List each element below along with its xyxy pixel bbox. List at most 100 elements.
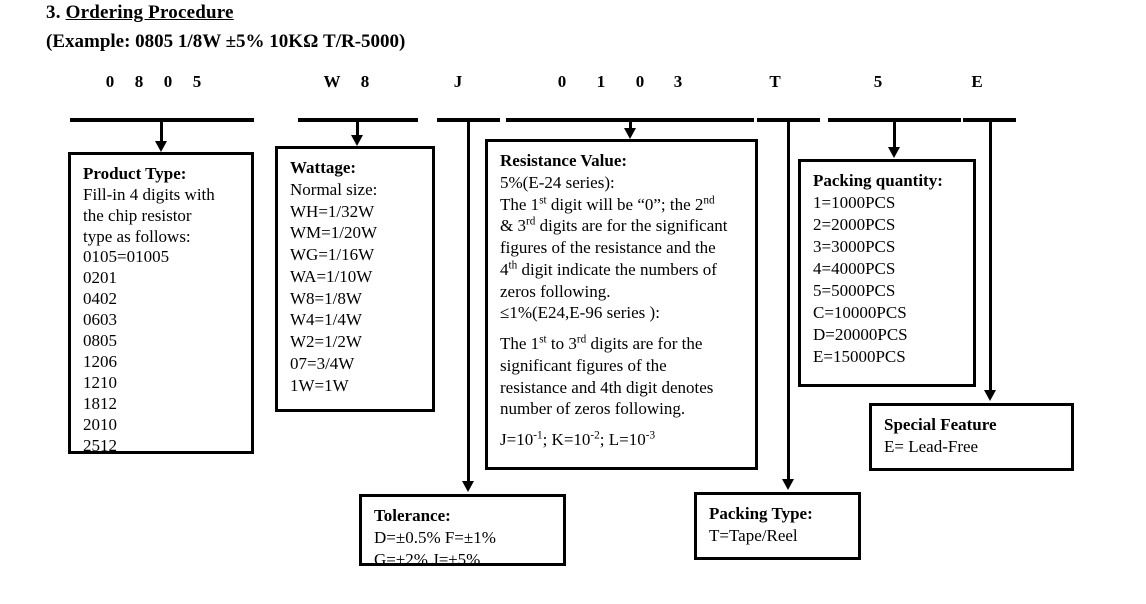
box-packing-type: Packing Type: T=Tape/Reel xyxy=(694,492,861,560)
connector-bar-product-type xyxy=(70,118,254,122)
box-packing-quantity-title: Packing quantity: xyxy=(813,171,943,190)
box-line: G=±2% J=±5% xyxy=(374,549,481,569)
box-line: 4th digit indicate the numbers of xyxy=(500,259,717,279)
code-char-3: 5 xyxy=(192,72,202,91)
code-char-8: 1 xyxy=(596,72,606,91)
box-line: 1210 xyxy=(83,372,117,392)
code-char-5: 8 xyxy=(360,72,370,91)
box-line: 1=1000PCS xyxy=(813,192,896,212)
box-line: 1206 xyxy=(83,352,117,371)
box-special-feature-codes: E= Lead-Free xyxy=(884,436,1061,458)
code-char-2: 0 xyxy=(163,72,173,91)
box-packing-type-title: Packing Type: xyxy=(709,504,813,523)
box-line: 2010 xyxy=(83,414,117,434)
connector-bar-packing-type xyxy=(757,118,820,122)
code-char-0: 0 xyxy=(105,72,115,91)
box-special-feature: Special Feature E= Lead-Free xyxy=(869,403,1074,471)
superscript: -2 xyxy=(590,429,600,442)
box-line: figures of the resistance and the xyxy=(500,238,716,257)
superscript: rd xyxy=(576,333,587,346)
box-line: J=10-1; K=10-2; L=10-3 xyxy=(500,429,656,449)
code-char-4: W xyxy=(323,72,341,91)
arrow-head-packing-qty xyxy=(888,147,900,158)
box-line: E=15000PCS xyxy=(813,347,906,367)
arrow-head-special xyxy=(984,390,996,401)
box-line: 5=5000PCS xyxy=(813,281,896,301)
box-packing-type-codes: T=Tape/Reel xyxy=(709,525,848,547)
box-line: D=20000PCS xyxy=(813,325,908,345)
box-tolerance-title: Tolerance: xyxy=(374,506,451,525)
connector-bar-special xyxy=(963,118,1016,122)
superscript: st xyxy=(539,193,547,206)
arrow-head-product-type xyxy=(155,141,167,152)
resistance-1pct-series: ≤1%(E24,E-96 series ): xyxy=(500,303,660,323)
arrow-head-tolerance xyxy=(462,481,474,492)
box-line: Fill-in 4 digits with xyxy=(83,184,215,204)
box-line: 3=3000PCS xyxy=(813,236,896,256)
box-product-type-title: Product Type: xyxy=(83,164,187,183)
spacer xyxy=(500,324,745,333)
arrow-head-packing-type xyxy=(782,479,794,490)
connector-line-tolerance xyxy=(467,122,470,482)
superscript: th xyxy=(508,259,518,272)
box-line: 1W=1W xyxy=(290,375,349,395)
code-char-11: T xyxy=(769,72,781,91)
code-char-1: 8 xyxy=(134,72,144,91)
connector-bar-tolerance xyxy=(437,118,500,122)
box-line: 0603 xyxy=(83,310,117,330)
superscript: nd xyxy=(703,193,715,206)
box-resistance-title: Resistance Value: xyxy=(500,151,628,170)
connector-bar-wattage xyxy=(298,118,418,122)
connector-line-packing-qty xyxy=(893,122,896,148)
box-line: W4=1/4W xyxy=(290,310,362,330)
box-line: the chip resistor xyxy=(83,205,192,225)
box-wattage-subtitle: Normal size: xyxy=(290,179,378,199)
section-title: Ordering Procedure xyxy=(65,2,234,23)
box-line: W8=1/8W xyxy=(290,288,362,308)
box-line: WM=1/20W xyxy=(290,223,378,243)
box-line: 1812 xyxy=(83,393,117,413)
section-number: 3. xyxy=(46,2,61,23)
superscript: -1 xyxy=(533,429,543,442)
box-line: WH=1/32W xyxy=(290,201,375,221)
box-line: 0201 xyxy=(83,268,117,288)
box-line: WA=1/10W xyxy=(290,266,373,286)
box-line: & 3rd digits are for the significant xyxy=(500,215,728,236)
connector-line-product-type xyxy=(160,122,163,142)
connector-line-special xyxy=(989,122,992,390)
box-line: WG=1/16W xyxy=(290,245,375,264)
box-resistance-value: Resistance Value: 5%(E-24 series): The 1… xyxy=(485,139,758,470)
box-line: zeros following. xyxy=(500,281,611,301)
spacer xyxy=(500,420,745,429)
code-char-6: J xyxy=(453,72,463,91)
resistance-5pct-paragraph: The 1st digit will be “0”; the 2nd& 3rd … xyxy=(500,194,745,303)
connector-line-wattage xyxy=(356,122,359,136)
box-line: significant figures of the xyxy=(500,355,667,375)
box-tolerance: Tolerance: D=±0.5% F=±1%G=±2% J=±5% xyxy=(359,494,566,569)
box-line: E= Lead-Free xyxy=(884,436,979,456)
box-line: 2=2000PCS xyxy=(813,214,896,234)
resistance-multipliers: J=10-1; K=10-2; L=10-3 xyxy=(500,429,745,451)
box-line: 0805 xyxy=(83,331,117,351)
code-char-13: E xyxy=(971,72,983,91)
arrow-head-resistance xyxy=(624,128,636,139)
box-line: C=10000PCS xyxy=(813,303,907,323)
box-tolerance-codes: D=±0.5% F=±1%G=±2% J=±5% xyxy=(374,527,553,571)
box-line: type as follows: xyxy=(83,226,191,246)
box-wattage-title: Wattage: xyxy=(290,158,357,177)
box-special-feature-title: Special Feature xyxy=(884,415,997,434)
superscript: -3 xyxy=(645,429,656,442)
box-line: resistance and 4th digit denotes xyxy=(500,377,714,397)
box-line: 4=4000PCS xyxy=(813,259,896,279)
box-line: D=±0.5% F=±1% xyxy=(374,527,496,547)
box-line: 0402 xyxy=(83,289,117,309)
box-line: 2512 xyxy=(83,435,117,455)
